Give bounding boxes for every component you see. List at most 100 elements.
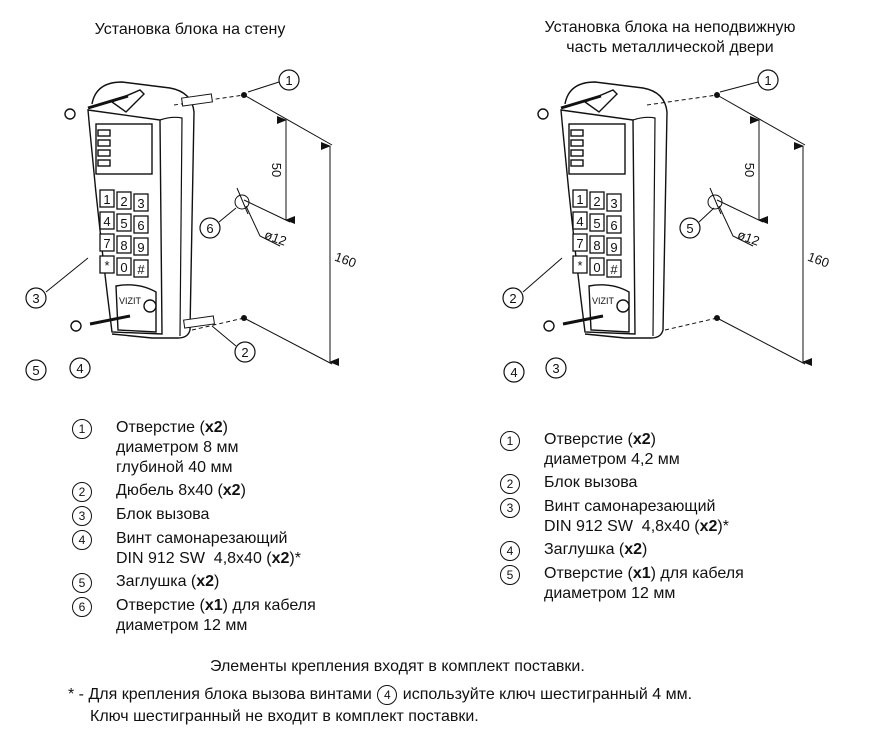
right-title-line2: часть металлической двери	[566, 39, 774, 56]
reader-icon	[616, 299, 630, 313]
legend-text: Дюбель 8х40 (x2)	[116, 482, 246, 499]
keypad-key-label: 0	[120, 260, 127, 275]
callout-number: 3	[72, 506, 92, 526]
leader	[522, 257, 563, 293]
footnote-line2: Ключ шестигранный не входит в комплект п…	[90, 708, 479, 725]
indicator	[570, 149, 584, 157]
callout-label: 5	[32, 363, 39, 378]
keypad-key-label: 5	[593, 216, 600, 231]
keypad-key	[99, 255, 115, 274]
callout-number: 3	[500, 498, 520, 518]
brand-plate	[115, 284, 157, 333]
keypad-key	[99, 211, 115, 230]
callout-number: 4	[72, 530, 92, 550]
keypad-key	[572, 233, 588, 252]
callout-number: 6	[72, 597, 92, 617]
keypad-key	[589, 191, 605, 210]
legend-text: Заглушка (x2)	[544, 541, 648, 558]
callout-number: 4	[500, 541, 520, 561]
dim-50-label: 50	[742, 163, 757, 177]
ext-line-bottom	[243, 317, 333, 365]
legend-text: Заглушка (x2)	[116, 573, 220, 590]
top-screw	[560, 94, 602, 110]
guide-line-top	[646, 94, 718, 106]
callout-label: 4	[510, 365, 517, 380]
callout-circle	[503, 361, 525, 383]
footnote-ref-callout: 4	[377, 684, 398, 705]
keypad-key	[133, 237, 149, 256]
ext-line-top	[243, 94, 333, 146]
keypad-key	[589, 213, 605, 232]
keypad-key-label: 9	[610, 240, 617, 255]
keypad-key-label: 6	[610, 218, 617, 233]
keypad-key	[606, 215, 622, 234]
keypad-key	[116, 235, 132, 254]
leader	[45, 257, 89, 293]
top-screw	[87, 94, 129, 110]
leader	[218, 207, 237, 223]
keypad-key-label: #	[610, 262, 618, 277]
keypad-key	[116, 257, 132, 276]
brand-plate	[588, 284, 630, 333]
indicator	[97, 139, 111, 147]
keypad-key-label: 7	[576, 236, 583, 251]
callout-number: 5	[500, 565, 520, 585]
legend-text: Отверстие (x2)диаметром 4,2 мм	[544, 431, 680, 468]
cable-hole-cross	[236, 187, 249, 215]
keypad-key-label: 9	[137, 240, 144, 255]
keypad-key-label: 4	[103, 214, 110, 229]
guide-line-bottom	[191, 317, 245, 331]
top-plug	[537, 108, 549, 120]
bottom-plug	[543, 320, 555, 332]
keypad-key	[99, 189, 115, 208]
keypad-key-label: *	[577, 258, 582, 273]
leader	[211, 325, 237, 347]
keypad-key	[589, 235, 605, 254]
keypad-key	[116, 191, 132, 210]
callout-label: 3	[32, 291, 39, 306]
bottom-screw	[89, 314, 131, 326]
keypad-key	[133, 259, 149, 278]
keypad-key-label: 1	[576, 192, 583, 207]
leader	[247, 81, 280, 93]
indicator	[97, 149, 111, 157]
callout-label: 4	[76, 361, 83, 376]
keypad-key-label: 2	[120, 194, 127, 209]
callout-label: 6	[206, 221, 213, 236]
keypad-key-label: #	[137, 262, 145, 277]
included-note: Элементы крепления входят в комплект пос…	[210, 658, 585, 675]
keypad-key	[99, 233, 115, 252]
right-title: Установка блока на неподвижную часть мет…	[500, 18, 840, 58]
callout-circle	[25, 359, 47, 381]
legend-item: 4 Заглушка (x2)	[500, 540, 744, 561]
indicator	[570, 129, 584, 137]
callout-circle	[25, 287, 47, 309]
callout-label: 2	[241, 345, 248, 360]
callout-number: 2	[500, 474, 520, 494]
top-slot	[110, 89, 145, 113]
reader-icon	[143, 299, 157, 313]
leader	[719, 81, 759, 93]
callout-label: 3	[552, 361, 559, 376]
keypad-key	[572, 211, 588, 230]
keypad-key	[572, 255, 588, 274]
keypad-key-label: 1	[103, 192, 110, 207]
callout-circle	[199, 217, 221, 239]
top-slot	[583, 89, 618, 113]
footnote-prefix: * - Для крепления блока вызова винтами	[68, 686, 372, 703]
footnote-suffix: используйте ключ шестигранный 4 мм.	[402, 686, 693, 703]
keypad-key-label: 4	[576, 214, 583, 229]
keypad-key	[606, 237, 622, 256]
bottom-screw	[562, 314, 604, 326]
footnote: * - Для крепления блока вызова винтами 4…	[68, 684, 692, 706]
left-title: Установка блока на стену	[94, 21, 286, 38]
ext-line-mid	[243, 199, 291, 223]
ext-line-bottom	[716, 317, 806, 365]
